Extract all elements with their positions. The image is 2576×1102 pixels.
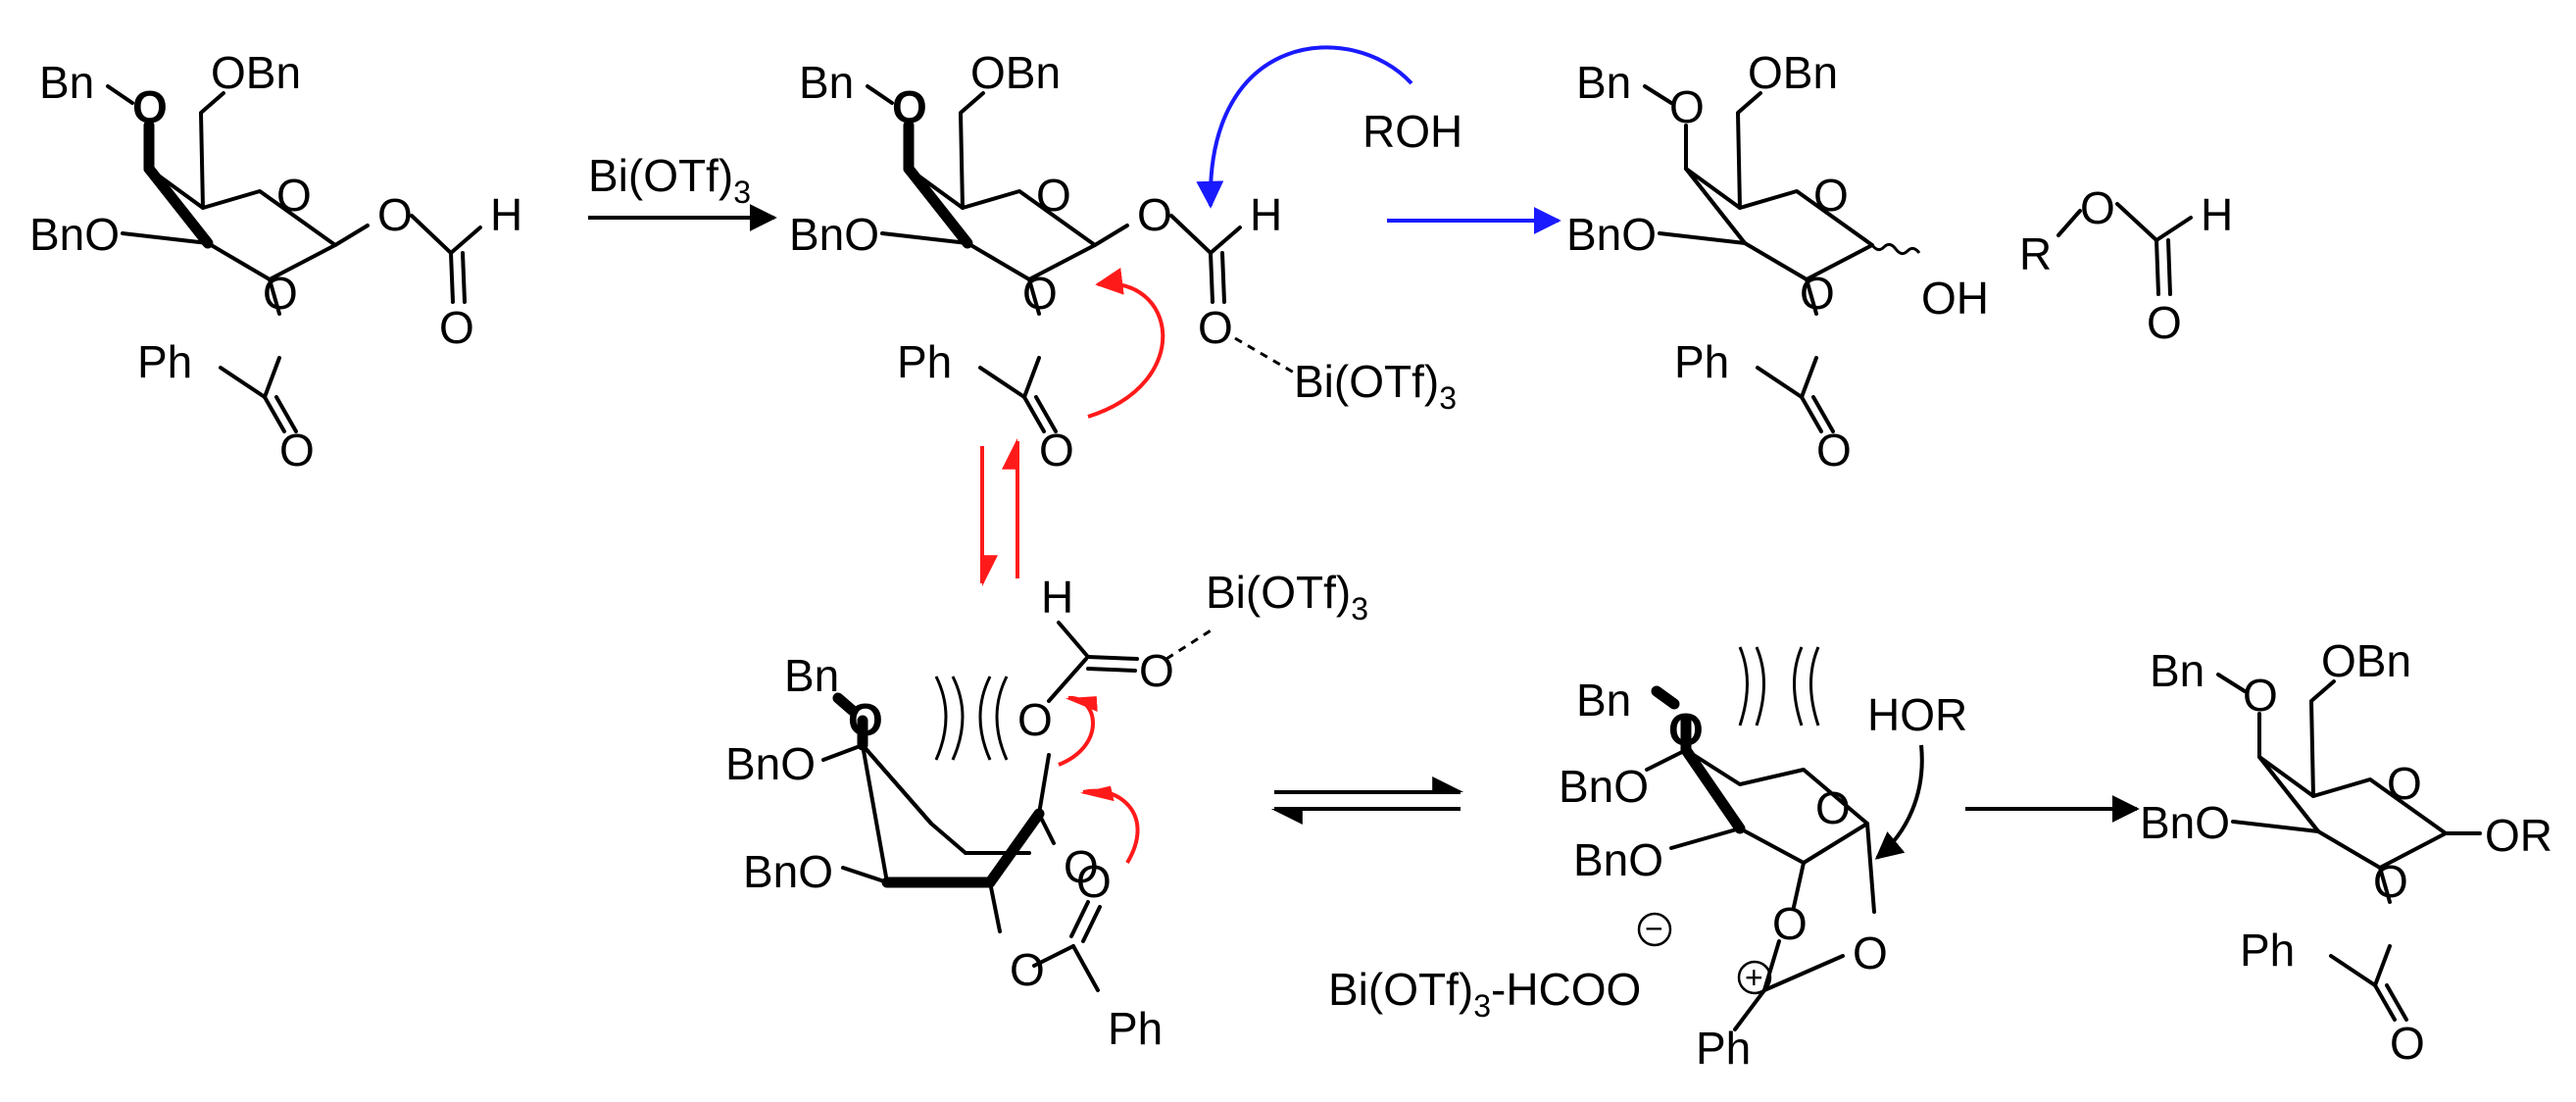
obn-label: OBn bbox=[2321, 635, 2411, 686]
ph-label: Ph bbox=[1108, 1003, 1163, 1054]
bn-label: Bn bbox=[1576, 57, 1631, 108]
o1-label: O bbox=[377, 189, 413, 240]
molecule-glycoside-product: Bn O OBn O BnO OR O Ph O bbox=[2140, 635, 2552, 1069]
ph-label: Ph bbox=[1674, 336, 1729, 387]
minus-charge-label: − bbox=[1645, 911, 1663, 946]
formyl-o-label: O bbox=[439, 302, 474, 353]
o4-label: O bbox=[2243, 670, 2278, 721]
reagent-label: Bi(OTf)3 bbox=[588, 150, 751, 210]
molecule-alkyl-formate: R O H O bbox=[2019, 182, 2233, 348]
bno-label: BnO bbox=[2140, 797, 2230, 848]
bi-complex-label: Bi(OTf)3 bbox=[1294, 356, 1457, 416]
molecule-dioxolenium-intermediate: Bn O BnO BnO O O O Ph + HOR Bi(OTf)3-HCO… bbox=[1328, 646, 1967, 1074]
o1-label: O bbox=[1137, 189, 1172, 240]
r-label: R bbox=[2019, 228, 2052, 279]
or-label: OR bbox=[2485, 810, 2552, 861]
minus-charge-icon bbox=[1637, 912, 1672, 947]
benzoyl-o-label: O bbox=[1076, 856, 1112, 907]
o4-label: O bbox=[132, 81, 168, 132]
formyl-o-label: O bbox=[1139, 645, 1174, 696]
formyl-h-label: H bbox=[1250, 189, 1282, 240]
obn-label: OBn bbox=[1748, 47, 1838, 98]
o2-label: O bbox=[1800, 268, 1835, 319]
hor-label: HOR bbox=[1867, 689, 1967, 740]
ph-label: Ph bbox=[1696, 1023, 1751, 1074]
ring-o-label: O bbox=[276, 170, 312, 221]
bn-label: Bn bbox=[784, 650, 839, 701]
o4-label: O bbox=[1669, 81, 1705, 132]
bno-label: BnO bbox=[789, 209, 879, 260]
o1-label: O bbox=[1017, 694, 1053, 745]
red-equilibrium-arrows bbox=[980, 437, 1019, 587]
obn-label: OBn bbox=[970, 47, 1061, 98]
obn-label: OBn bbox=[211, 47, 301, 98]
formyl-h-label: H bbox=[2201, 189, 2233, 240]
o2-label: O bbox=[263, 268, 298, 319]
bn-label: Bn bbox=[1576, 675, 1631, 726]
benzoyl-o-label: O bbox=[1039, 425, 1074, 476]
o2-label: O bbox=[1772, 898, 1808, 949]
molecule-ring-flipped-conformer: H O Bi(OTf)3 O Bn O BnO BnO O O O bbox=[725, 567, 1368, 1054]
bno-label: BnO bbox=[725, 738, 816, 789]
bno-label: BnO bbox=[1573, 834, 1663, 885]
bi-complex-label: Bi(OTf)3 bbox=[1206, 567, 1368, 626]
bno-label: BnO bbox=[743, 846, 833, 897]
ph-label: Ph bbox=[137, 336, 192, 387]
ring-o-label: O bbox=[1813, 170, 1849, 221]
ph-label: Ph bbox=[2240, 925, 2295, 976]
molecule-activated-complex: Bn O OBn O BnO O H O O Ph O Bi(OTf)3 bbox=[789, 47, 1457, 476]
ph-label: Ph bbox=[897, 336, 952, 387]
o1-label: O bbox=[1853, 927, 1888, 978]
bno-label: BnO bbox=[29, 209, 120, 260]
o4-label: O bbox=[892, 81, 927, 132]
o2-label: O bbox=[1010, 944, 1045, 995]
benzoyl-o-label: O bbox=[279, 425, 315, 476]
o2-label: O bbox=[1022, 268, 1058, 319]
ring-o-label: O bbox=[1815, 782, 1851, 833]
roh-label: ROH bbox=[1362, 106, 1462, 157]
o4-label: O bbox=[1668, 704, 1704, 755]
ring-o-label: O bbox=[1036, 170, 1071, 221]
formyl-h-label: H bbox=[490, 189, 522, 240]
benzoyl-o-label: O bbox=[2390, 1018, 2425, 1069]
plus-charge-icon bbox=[1737, 960, 1772, 995]
counter-anion-label: Bi(OTf)3-HCOO bbox=[1328, 964, 1641, 1024]
o2-label: O bbox=[2373, 856, 2408, 907]
formyl-o-label: O bbox=[1198, 302, 1233, 353]
benzoyl-o-label: O bbox=[1816, 425, 1852, 476]
bn-label: Bn bbox=[39, 57, 94, 108]
bn-label: Bn bbox=[799, 57, 854, 108]
o4-label: O bbox=[848, 694, 883, 745]
bno-label: BnO bbox=[1559, 761, 1649, 812]
bn-label: Bn bbox=[2150, 645, 2204, 696]
reaction-arrow-1: Bi(OTf)3 bbox=[588, 150, 777, 231]
bno-label: BnO bbox=[1566, 209, 1657, 260]
formyl-h-label: H bbox=[1041, 572, 1073, 623]
ring-o-label: O bbox=[1064, 841, 1099, 892]
molecule-starting-formate: Bn O OBn O BnO O H O O Ph O bbox=[29, 47, 522, 476]
molecule-hemiacetal-product: Bn O OBn O BnO OH O Ph O bbox=[1566, 47, 1989, 476]
ring-o-label: O bbox=[2387, 758, 2422, 809]
formyl-o-label: O bbox=[2147, 297, 2182, 348]
equilibrium-arrows bbox=[1270, 776, 1464, 825]
nucleophile-roh: ROH bbox=[1196, 45, 1462, 209]
oh-label: OH bbox=[1921, 273, 1989, 324]
plus-charge-label: + bbox=[1745, 960, 1763, 995]
ester-o-label: O bbox=[2080, 182, 2115, 233]
